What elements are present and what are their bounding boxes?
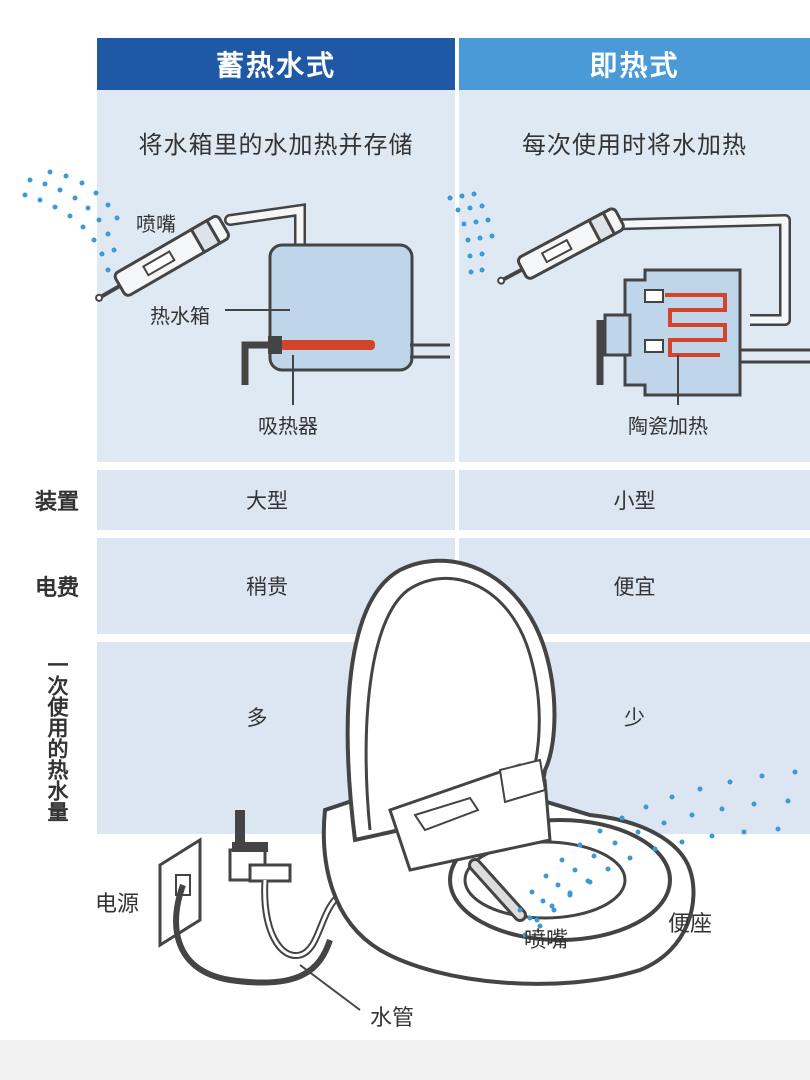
label-nozzle-seat: 喷嘴 [524, 928, 569, 953]
right-description: 每次使用时将水加热 [522, 131, 747, 159]
label-tank: 热水箱 [150, 304, 210, 328]
cell-volume-right: 少 [624, 706, 645, 730]
left-nozzle-icon [95, 214, 230, 302]
row-bg-1r [459, 470, 810, 530]
hot-water-tank [268, 243, 414, 372]
header-right: 即热式 [459, 38, 810, 90]
label-ceramic-heater: 陶瓷加热 [628, 414, 708, 438]
row-bg-1 [97, 470, 455, 530]
panel-right [459, 90, 810, 462]
cell-cost-left: 稍贵 [246, 575, 288, 599]
label-nozzle-left: 喷嘴 [136, 212, 176, 236]
right-spray-icon [447, 191, 495, 275]
label-power: 电源 [95, 892, 140, 917]
heater-element [280, 340, 375, 350]
power-cord [173, 883, 333, 986]
row-label-volume: 一次使用的热水量 [45, 654, 69, 822]
header-left: 蓄热水式 [97, 38, 455, 90]
cell-device-right: 小型 [613, 489, 656, 513]
header-left-title: 蓄热水式 [215, 49, 336, 82]
ceramic-heater-coil [665, 293, 727, 357]
water-valve-icon [228, 810, 292, 883]
cell-volume-left: 多 [246, 706, 268, 730]
cell-cost-right: 便宜 [613, 575, 656, 599]
label-heater-left: 吸热器 [258, 414, 318, 438]
seat-spray-icon [517, 769, 798, 938]
label-seat: 便座 [668, 912, 713, 937]
left-spray-icon [22, 169, 120, 273]
toilet-seat-illustration [0, 558, 810, 1080]
row-label-cost: 电费 [34, 576, 79, 601]
cell-device-left: 大型 [246, 489, 288, 513]
row-label-device: 装置 [34, 490, 79, 515]
right-nozzle-icon [497, 207, 625, 285]
storage-heater-diagram [22, 169, 450, 405]
instant-heater-diagram [447, 191, 810, 405]
label-water-pipe: 水管 [370, 1006, 415, 1031]
header-right-title: 即热式 [589, 49, 680, 82]
left-description: 将水箱里的水加热并存储 [138, 131, 414, 159]
